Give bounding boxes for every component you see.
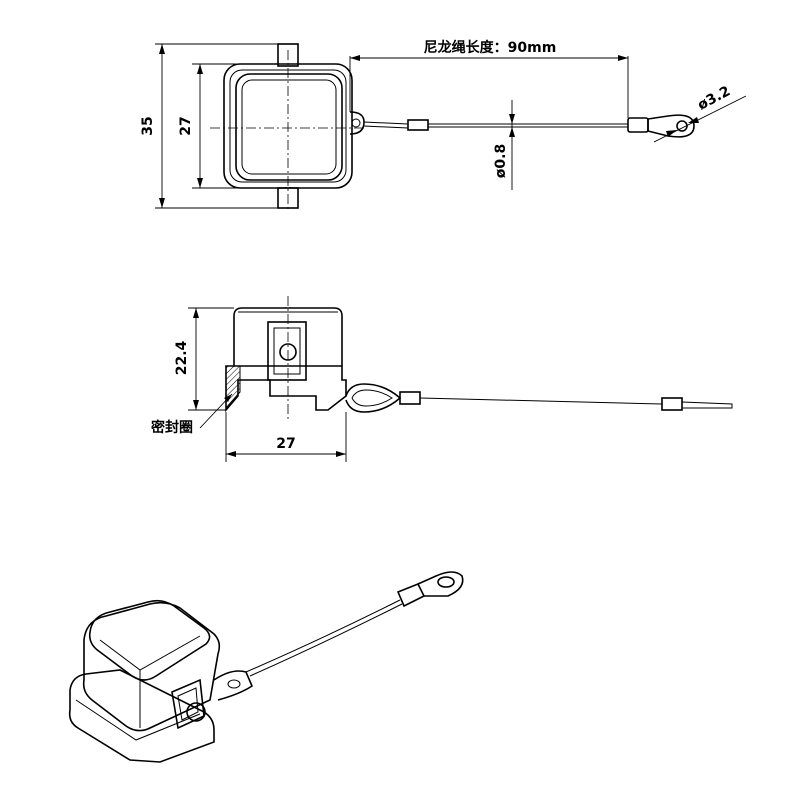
iso-strap-lug — [213, 670, 253, 701]
latch-window — [267, 321, 307, 381]
ring-terminal — [647, 114, 695, 138]
cap-upper-body — [233, 307, 343, 366]
iso-cap-body — [82, 601, 221, 732]
iso-latch-pin — [186, 702, 206, 722]
dim-side-width: 27 — [276, 436, 295, 452]
rope-length-label: 尼龙绳长度：90mm — [424, 39, 557, 56]
side-rope — [419, 397, 663, 405]
latch-pin-icon — [279, 343, 297, 361]
iso-crimp — [396, 582, 426, 608]
iso-flange — [68, 669, 215, 763]
cap-top-face — [241, 79, 337, 175]
cap-body-outline — [235, 73, 343, 181]
side-terminal-crimp — [661, 397, 683, 411]
rope-diameter-label: ø0.8 — [493, 144, 509, 178]
iso-ring-terminal — [417, 571, 464, 597]
iso-rope — [245, 599, 401, 673]
crimp-sleeve — [407, 119, 429, 131]
lug-hole — [351, 118, 361, 128]
top-pin — [277, 43, 299, 67]
outer-flange — [223, 63, 353, 189]
ring-hole-diameter-label: ø3.2 — [695, 83, 733, 113]
seal-label: 密封圈 — [150, 419, 193, 436]
dim-side-height: 22.4 — [174, 340, 190, 375]
rope-segment — [363, 121, 409, 125]
iso-ring-hole — [437, 576, 455, 588]
side-crimp-sleeve — [399, 391, 421, 405]
iso-cap-top — [88, 599, 211, 681]
isometric-view — [68, 571, 464, 763]
top-view: 35 27 尼龙绳长度：90mm ø0.8 ø3.2 — [140, 39, 747, 210]
dim-overall-height: 35 — [140, 116, 156, 135]
side-view: 22.4 27 密封圈 — [150, 296, 733, 462]
dim-inner-height: 27 — [178, 116, 194, 135]
terminal-crimp — [627, 117, 649, 133]
flange-inner-edge — [229, 69, 347, 183]
lower-flange — [225, 365, 347, 413]
side-ring-terminal — [681, 401, 733, 409]
